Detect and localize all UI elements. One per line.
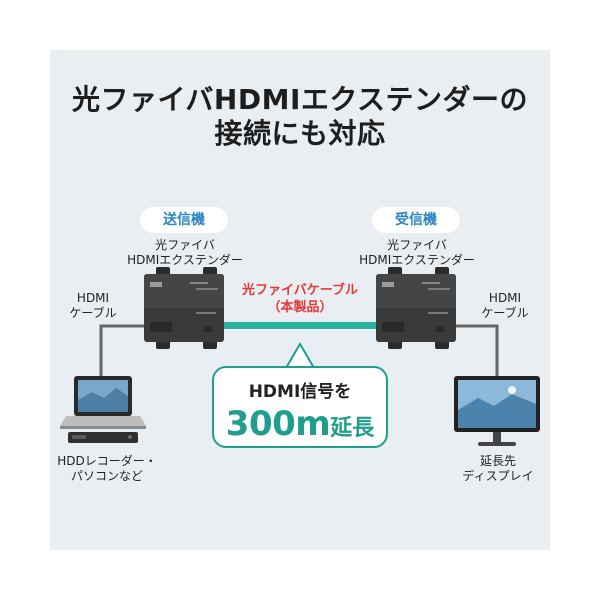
- fiber-cable-label-line2: （本製品）: [267, 300, 333, 315]
- right-hdmi-cable: [448, 324, 499, 392]
- receiver-name-line2: HDMIエクステンダー: [359, 253, 475, 267]
- receiver-name: 光ファイバ HDMIエクステンダー: [342, 238, 492, 268]
- left-cable-label-line2: ケーブル: [69, 306, 117, 320]
- receiver-device: [376, 267, 456, 349]
- source-label-line2: パソコンなど: [70, 469, 143, 483]
- source-label-line1: HDDレコーダー・: [57, 454, 157, 468]
- laptop-icon: [60, 376, 146, 429]
- callout-pointer: [284, 342, 316, 369]
- transmitter-badge: 送信機: [140, 207, 228, 233]
- right-cable-label-line2: ケーブル: [481, 306, 529, 320]
- left-cable-label: HDMI ケーブル: [58, 291, 128, 321]
- right-cable-label-line1: HDMI: [488, 291, 522, 305]
- fiber-cable-label-line1: 光ファイバケーブル: [242, 283, 358, 298]
- fiber-cable-line: [222, 322, 382, 329]
- left-cable-label-line1: HDMI: [76, 291, 110, 305]
- distance-callout: HDMI信号を 300m延長: [212, 366, 388, 448]
- receiver-badge: 受信機: [372, 207, 460, 233]
- callout-suffix: 延長: [330, 416, 375, 441]
- monitor-icon: [454, 376, 540, 446]
- fiber-cable-label: 光ファイバケーブル （本製品）: [216, 282, 384, 316]
- title-line-2: 接続にも対応: [214, 117, 386, 150]
- display-label-line1: 延長先: [479, 454, 516, 468]
- transmitter-device: [144, 267, 224, 349]
- hdd-recorder-icon: [68, 432, 138, 443]
- source-label: HDDレコーダー・ パソコンなど: [52, 454, 162, 484]
- transmitter-name-line1: 光ファイバ: [155, 238, 215, 252]
- transmitter-name-line2: HDMIエクステンダー: [127, 253, 243, 267]
- background-panel: [50, 50, 550, 550]
- transmitter-name: 光ファイバ HDMIエクステンダー: [110, 238, 260, 268]
- callout-distance: 300m: [225, 404, 331, 444]
- display-label-line2: ディスプレイ: [462, 469, 534, 483]
- title-line-1: 光ファイバHDMIエクステンダーの: [71, 83, 529, 116]
- right-cable-label: HDMI ケーブル: [470, 291, 540, 321]
- receiver-name-line1: 光ファイバ: [387, 238, 447, 252]
- callout-line2: 300m延長: [214, 404, 386, 444]
- callout-line1: HDMI信号を: [248, 382, 352, 402]
- left-hdmi-cable: [99, 324, 150, 392]
- display-label: 延長先 ディスプレイ: [452, 454, 544, 484]
